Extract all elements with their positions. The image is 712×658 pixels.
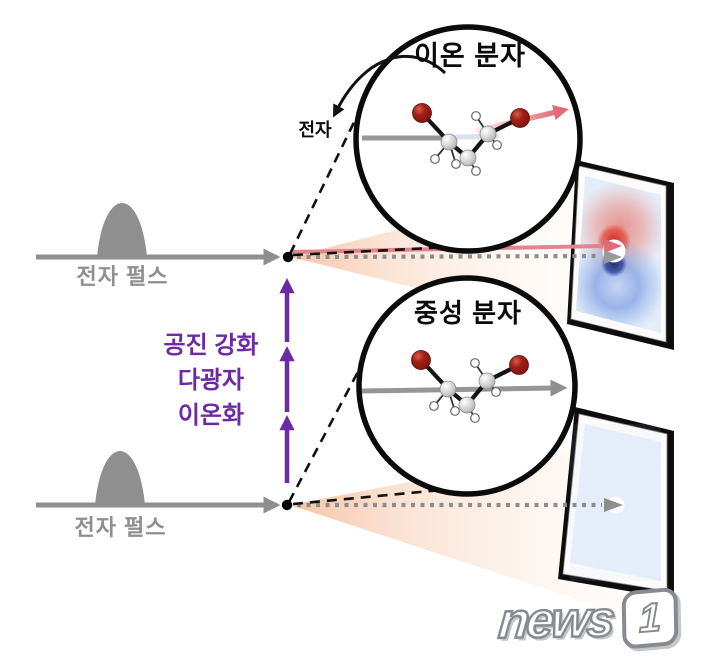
news1-number: 1 bbox=[638, 594, 663, 642]
neutral-molecule-circle bbox=[356, 275, 578, 497]
zoom-wedge-lines bbox=[287, 111, 453, 506]
rempi-label: 공진 강화 다광자 이온화 bbox=[148, 328, 274, 433]
ejected-electron-arrow bbox=[332, 55, 447, 118]
gaussian-pulse-top bbox=[97, 203, 147, 257]
ion-beam-arrowhead bbox=[604, 239, 622, 253]
news1-watermark: news 1 bbox=[495, 582, 709, 656]
rempi-line-3: 이온화 bbox=[177, 402, 245, 429]
dotted-beam-top bbox=[296, 253, 601, 260]
electron-pulse-label-top: 전자 펄스 bbox=[76, 264, 169, 289]
news1-number-box: 1 bbox=[621, 586, 679, 650]
rempi-line-2: 다광자 bbox=[177, 367, 245, 394]
ion-molecule-title: 이온 분자 bbox=[414, 41, 526, 71]
dotted-beam-top-arrowhead bbox=[604, 250, 622, 264]
ion-molecule-circle bbox=[332, 24, 583, 254]
gaussian-pulse-bottom bbox=[95, 451, 145, 505]
electron-pulse-label-bottom: 전자 펄스 bbox=[74, 515, 167, 540]
electron-pulse-top bbox=[36, 203, 294, 266]
interaction-point-bottom bbox=[281, 499, 293, 511]
electron-label: 전자 bbox=[298, 120, 332, 140]
neutral-molecule-title: 중성 분자 bbox=[414, 298, 522, 328]
electron-pulse-bottom bbox=[36, 451, 293, 514]
rempi-line-1: 공진 강화 bbox=[163, 332, 259, 359]
interaction-point-top bbox=[282, 251, 294, 263]
news1-wordmark: news bbox=[495, 590, 615, 651]
dotted-beam-bottom-arrowhead bbox=[604, 498, 623, 512]
neutral-through-arrow bbox=[361, 379, 568, 397]
